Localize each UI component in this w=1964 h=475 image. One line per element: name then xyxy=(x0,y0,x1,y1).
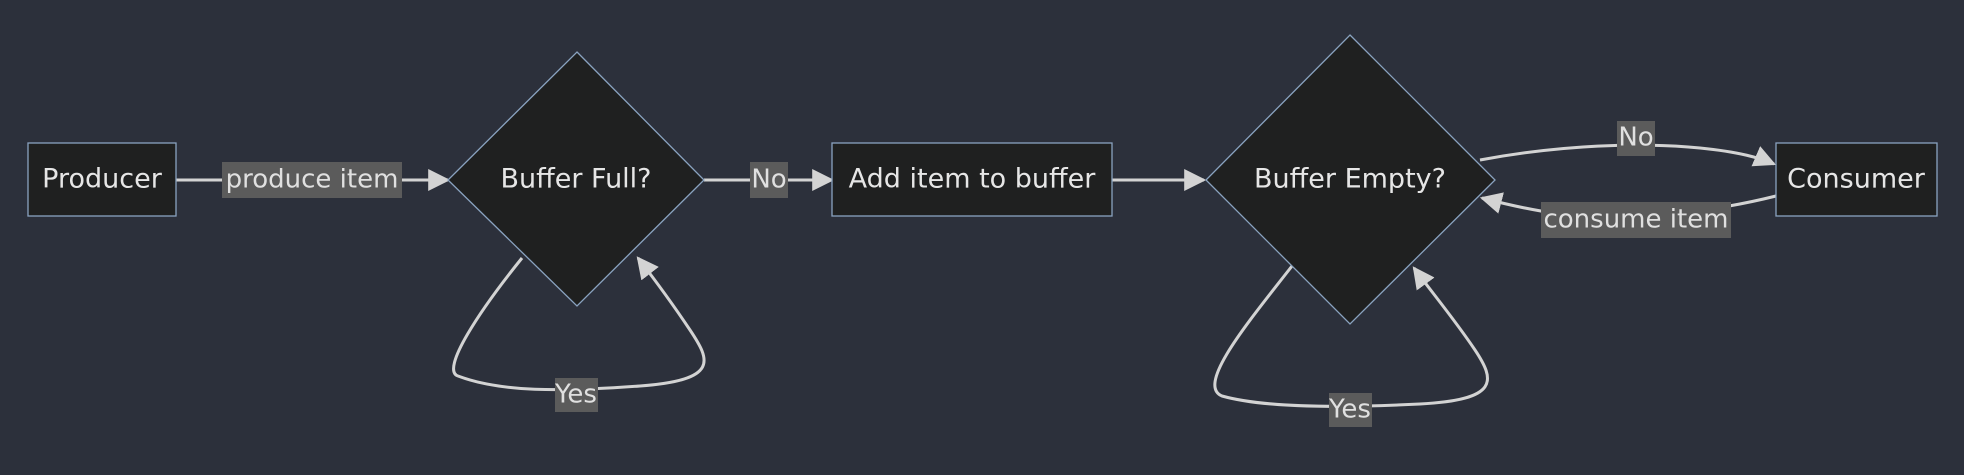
edge-label-full-yes: Yes xyxy=(554,378,598,412)
node-producer: Producer xyxy=(27,142,177,217)
edge-empty-no xyxy=(1479,143,1777,167)
node-consumer: Consumer xyxy=(1775,142,1938,217)
edge-label-empty-no-text: No xyxy=(1618,123,1653,153)
node-buffer-full-diamond xyxy=(447,51,705,307)
edge-empty-yes-loop xyxy=(1213,265,1489,408)
node-buffer-full-label: Buffer Full? xyxy=(500,164,651,195)
node-buffer-empty-diamond xyxy=(1205,34,1496,325)
node-consumer-label: Consumer xyxy=(1787,164,1926,195)
edge-label-full-no-text: No xyxy=(751,165,786,195)
edge-full-yes-loop xyxy=(452,256,706,392)
node-buffer-empty: Buffer Empty? xyxy=(1205,34,1496,325)
edge-label-produce-item: produce item xyxy=(222,162,402,198)
edge-label-consume-item: consume item xyxy=(1541,202,1731,238)
edge-label-empty-no-bg xyxy=(1617,121,1655,156)
node-buffer-empty-label: Buffer Empty? xyxy=(1254,164,1446,195)
edge-label-produce-item-bg xyxy=(222,162,402,198)
edge-label-empty-no: No xyxy=(1617,121,1655,156)
edge-label-empty-yes: Yes xyxy=(1328,393,1372,427)
edge-label-empty-yes-bg xyxy=(1329,393,1372,427)
node-producer-label: Producer xyxy=(42,164,163,195)
node-consumer-box xyxy=(1775,142,1938,217)
node-add-item: Add item to buffer xyxy=(831,142,1113,217)
edge-label-full-no: No xyxy=(750,162,788,198)
node-add-item-label: Add item to buffer xyxy=(849,164,1097,195)
node-add-item-box xyxy=(831,142,1113,217)
edge-label-full-yes-text: Yes xyxy=(554,380,597,410)
edge-label-empty-yes-text: Yes xyxy=(1328,395,1371,425)
edge-label-consume-item-bg xyxy=(1541,202,1731,238)
edge-label-full-yes-bg xyxy=(555,378,598,412)
edge-label-full-no-bg xyxy=(750,162,788,198)
node-buffer-full: Buffer Full? xyxy=(447,51,705,307)
edge-label-produce-item-text: produce item xyxy=(226,165,399,195)
node-producer-box xyxy=(27,142,177,217)
edge-label-consume-item-text: consume item xyxy=(1543,205,1728,235)
